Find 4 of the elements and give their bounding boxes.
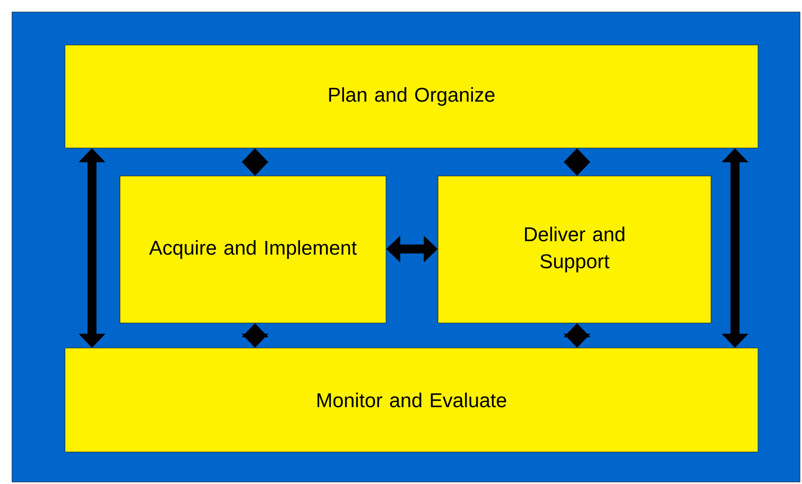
process-box: Deliver and Support bbox=[438, 176, 712, 324]
process-box: Acquire and Implement bbox=[120, 176, 386, 324]
process-box: Plan and Organize bbox=[64, 44, 758, 148]
process-box: Monitor and Evaluate bbox=[64, 348, 758, 452]
